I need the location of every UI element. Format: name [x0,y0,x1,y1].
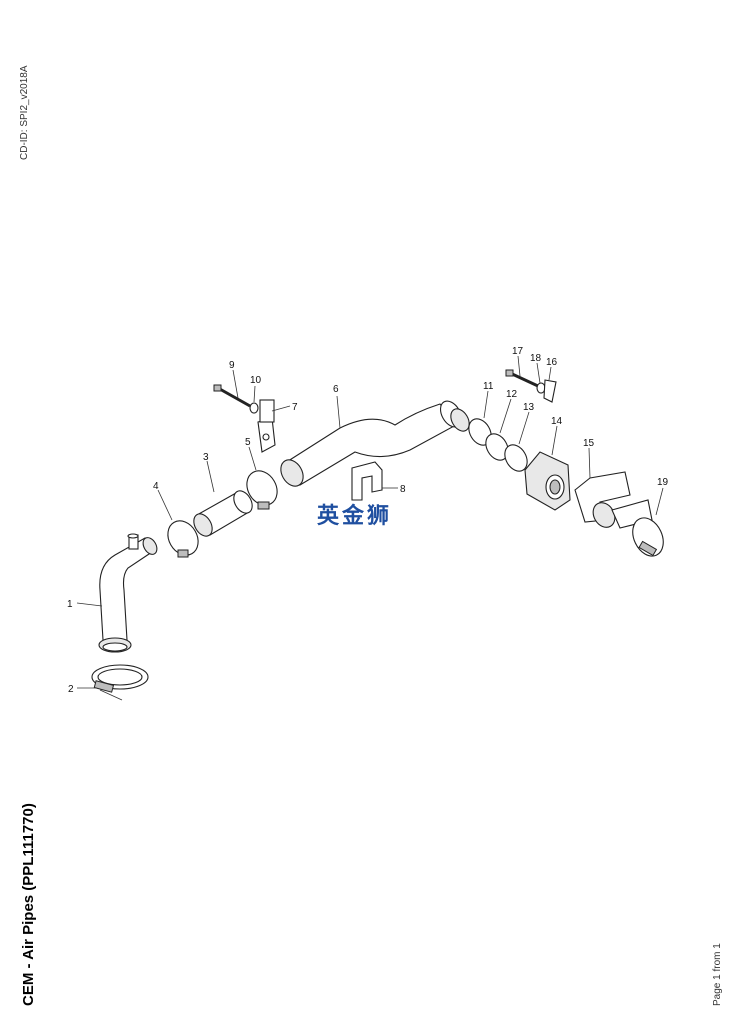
part-4-hose-clamp [167,520,199,558]
callout-18: 18 [530,353,542,364]
callout-12: 12 [506,389,518,400]
part-14-housing [524,451,571,511]
part-15-flanged-pipe [574,471,653,529]
part-17-bolt [505,369,539,388]
part-18-washer [536,382,546,394]
callout-16: 16 [546,357,558,368]
callout-8: 8 [400,484,406,495]
callout-5: 5 [245,437,251,448]
part-9-bolt [213,384,251,408]
part-8-bracket [351,461,383,501]
part-5-hose-clamp [246,470,278,510]
callout-15: 15 [583,438,595,449]
callout-4: 4 [153,481,159,492]
part-16-bracket [543,379,557,403]
part-10-washer [249,402,259,414]
part-3-sleeve [193,490,253,537]
callout-7: 7 [292,402,298,413]
callout-13: 13 [523,402,535,413]
part-6-air-pipe [280,400,470,487]
part-13-oring [504,444,528,472]
callout-2: 2 [68,684,74,695]
callout-17: 17 [512,346,524,357]
callout-1: 1 [67,599,73,610]
callout-14: 14 [551,416,563,427]
callout-labels: 1 2 3 4 5 6 7 8 9 10 11 12 13 14 15 16 1… [67,346,669,695]
callout-leaders [76,355,664,689]
callout-9: 9 [229,360,235,371]
callout-6: 6 [333,384,339,395]
part-12-ring [485,433,509,461]
part-7-bracket [257,399,276,453]
part-2-vband-clamp [91,664,149,701]
callout-19: 19 [657,477,669,488]
callout-3: 3 [203,452,209,463]
part-19-vband-clamp [632,517,664,557]
callout-10: 10 [250,375,262,386]
part-1-elbow-pipe [98,533,158,653]
watermark: 英金狮 [317,504,393,529]
callout-11: 11 [483,381,494,392]
